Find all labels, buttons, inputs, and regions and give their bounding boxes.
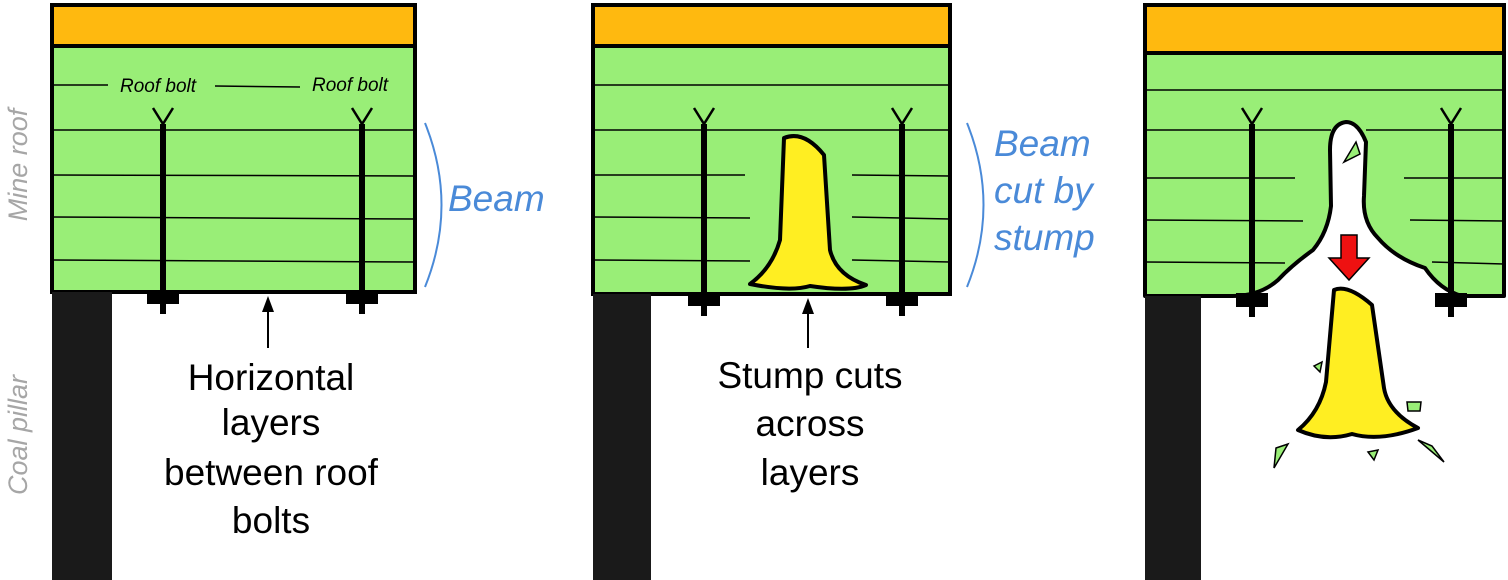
panel-2-stump-cut-beam: Beam cut by stump Stump cuts across laye… bbox=[591, 3, 1095, 580]
roof-bolt-left bbox=[147, 107, 179, 314]
panel-3-debris-fragments bbox=[1273, 360, 1445, 469]
panel-2-beam-label-line-1: Beam bbox=[994, 123, 1091, 164]
coal-pillar-label: Coal pillar bbox=[3, 374, 33, 495]
panel-1-roof-beam bbox=[50, 44, 417, 294]
beam-label: Beam bbox=[448, 178, 545, 219]
panel-1-intact-beam: Roof bolt Roof bolt Beam Horizontal laye… bbox=[50, 3, 545, 580]
falling-direction-arrow bbox=[1327, 234, 1371, 282]
panel-2-beam-label: Beam cut by stump bbox=[994, 123, 1095, 258]
panel-2-roof-bolt-left bbox=[688, 107, 720, 316]
panel-2-roof-beam bbox=[591, 44, 952, 296]
panel-1-caption-line-1: Horizontal bbox=[188, 357, 355, 398]
panel-2-caption-line-1: Stump cuts bbox=[717, 355, 902, 396]
panel-2-stump bbox=[748, 134, 868, 291]
panel-2-coal-pillar bbox=[593, 294, 651, 580]
panel-2-roof-bolt-right bbox=[886, 107, 918, 316]
panel-3-coal-pillar bbox=[1145, 296, 1201, 580]
panel-1-horizontal-layers bbox=[51, 84, 416, 263]
panel-3-horizontal-layers bbox=[1144, 89, 1505, 265]
panel-3-roof-bolt-right bbox=[1435, 107, 1467, 317]
panel-3-fragment-in-cavity bbox=[1342, 140, 1361, 164]
panel-1-beam-bracket bbox=[424, 122, 443, 288]
panel-1-caption-line-3: between roof bbox=[164, 452, 379, 493]
panel-1-caption: Horizontal layers between roof bolts bbox=[164, 357, 379, 541]
panel-2-caption: Stump cuts across layers bbox=[717, 355, 902, 493]
panel-2-pointer-arrow bbox=[802, 298, 814, 348]
roof-bolt-right bbox=[346, 107, 378, 314]
panel-2-caption-line-2: across bbox=[756, 403, 865, 444]
roof-bolt-label-right: Roof bolt bbox=[312, 75, 389, 96]
panel-3-top-strata bbox=[1143, 3, 1506, 55]
roof-bolt-label-left: Roof bolt bbox=[120, 76, 197, 97]
mine-roof-label: Mine roof bbox=[3, 106, 33, 221]
panel-2-caption-line-3: layers bbox=[761, 452, 860, 493]
panel-2-beam-label-line-2: cut by bbox=[994, 170, 1095, 211]
panel-1-top-strata bbox=[50, 3, 417, 48]
panel-2-top-strata bbox=[591, 3, 952, 48]
panel-1-coal-pillar bbox=[52, 292, 112, 580]
panel-3-falling-stump bbox=[1296, 286, 1420, 440]
panel-1-caption-line-4: bolts bbox=[232, 500, 310, 541]
panel-2-beam-bracket bbox=[966, 122, 985, 288]
panel-3-roof-beam bbox=[1143, 51, 1506, 298]
panel-3-roof-bolt-left bbox=[1236, 107, 1268, 317]
panel-1-pointer-arrow bbox=[262, 296, 274, 348]
panel-1-caption-line-2: layers bbox=[222, 402, 321, 443]
panel-2-beam-label-line-3: stump bbox=[994, 217, 1095, 258]
panel-3-stump-falling bbox=[1143, 3, 1506, 580]
